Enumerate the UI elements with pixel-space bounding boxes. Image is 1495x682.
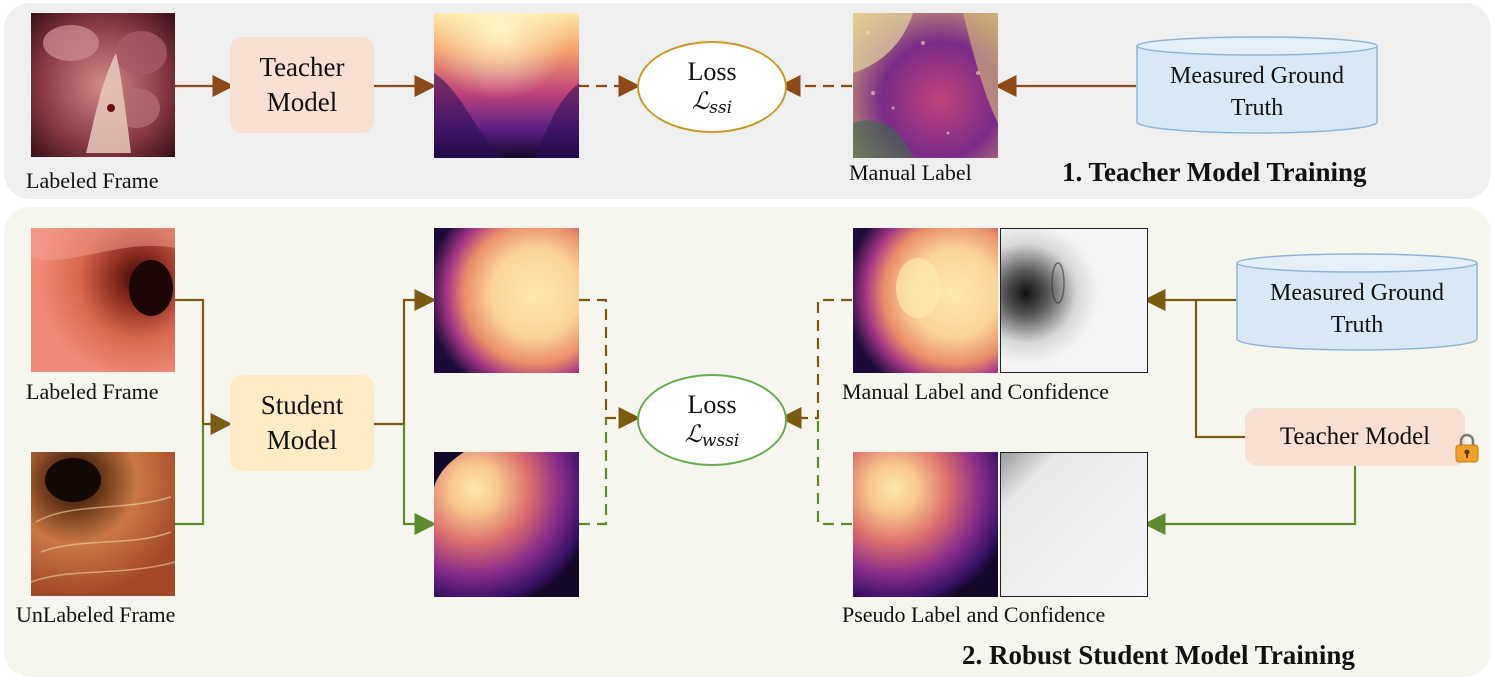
pseudo-label-confidence-caption: Pseudo Label and Confidence [842, 602, 1106, 627]
ground-truth-database-1 [1136, 36, 1378, 134]
ground-truth-label-1: Measured Ground Truth [1170, 63, 1344, 122]
ground-truth-database-2 [1236, 253, 1478, 351]
loss-ssi-label: Loss [687, 56, 737, 86]
student-model-box: Student Model [230, 375, 374, 471]
student-depth-prediction-labeled [434, 228, 579, 373]
loss-wssi-label: Loss [687, 389, 737, 419]
section-2-title: 2. Robust Student Model Training [962, 640, 1355, 670]
manual-label-confidence-map [1000, 228, 1148, 373]
unlabeled-frame-image [31, 452, 175, 596]
labeled-frame-caption-1: Labeled Frame [26, 168, 159, 193]
arrow-student-to-depth-top [374, 289, 437, 426]
manual-label-confidence-caption: Manual Label and Confidence [842, 379, 1109, 404]
arrow-labeled-frame-to-student [175, 298, 233, 435]
manual-label-caption-1: Manual Label [849, 160, 972, 185]
arrow-gt-to-teacher [1194, 300, 1246, 439]
arrow-unlabeled-frame-to-student [175, 424, 205, 526]
loss-ssi-node: Loss ℒssi [637, 41, 787, 133]
teacher-model-box: Teacher Model [230, 37, 374, 133]
arrow-depth-top-to-loss [579, 298, 641, 429]
loss-wssi-node: Loss ℒwssi [637, 374, 787, 466]
labeled-frame-image-1 [31, 13, 175, 157]
labeled-frame-image-2 [31, 228, 175, 372]
teacher-depth-prediction [434, 13, 579, 158]
lock-icon [1455, 433, 1479, 463]
labeled-frame-caption-2: Labeled Frame [26, 379, 159, 404]
arrow-student-to-depth-bottom [402, 424, 437, 535]
frozen-teacher-model-box: Teacher Model [1245, 408, 1465, 466]
manual-label-image-1 [853, 13, 998, 158]
frozen-teacher-model-label: Teacher Model [1279, 422, 1431, 450]
section-1-title: 1. Teacher Model Training [1062, 157, 1367, 187]
pseudo-label-depth [853, 452, 998, 597]
arrow-teacher-to-pseudo-label [1143, 466, 1357, 535]
arrow-depth-bottom-to-loss [579, 418, 608, 526]
loss-ssi-symbol: ℒssi [691, 86, 733, 118]
loss-wssi-symbol: ℒwssi [684, 419, 740, 451]
ground-truth-label-2: Measured Ground Truth [1270, 280, 1444, 339]
arrow-manual-label-to-loss [779, 298, 852, 429]
student-depth-prediction-unlabeled [434, 452, 579, 597]
manual-label-depth-2 [853, 228, 998, 373]
arrow-pseudo-label-to-loss [816, 418, 852, 526]
pseudo-label-confidence-map [1000, 452, 1148, 597]
unlabeled-frame-caption: UnLabeled Frame [16, 602, 176, 627]
